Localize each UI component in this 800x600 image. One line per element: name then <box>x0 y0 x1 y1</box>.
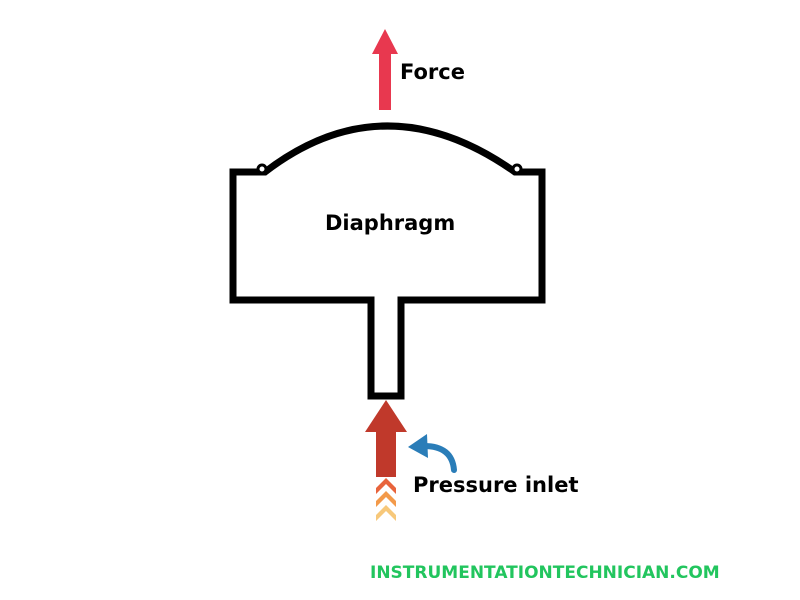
force-label: Force <box>400 60 465 84</box>
watermark: INSTRUMENTATIONTECHNICIAN.COM <box>370 563 720 583</box>
blue-curved-arrow <box>408 434 457 473</box>
pressure-arrow-head <box>365 400 407 432</box>
force-arrow <box>372 29 398 110</box>
pressure-chevron-1 <box>376 478 396 494</box>
pressure-arrow <box>365 400 407 521</box>
pressure-chevron-2 <box>376 491 396 507</box>
pressure-chevron-3 <box>376 505 396 521</box>
right-joint-bump <box>511 163 523 175</box>
blue-arrow-head <box>408 434 428 458</box>
pressure-inlet-label: Pressure inlet <box>413 473 579 497</box>
force-arrow-shaft <box>379 52 391 110</box>
left-joint-bump <box>256 163 268 175</box>
force-arrow-head <box>372 29 398 54</box>
diaphragm-chamber-outline <box>229 122 546 400</box>
pressure-arrow-shaft <box>376 431 396 477</box>
blue-arrow-curve <box>421 443 457 473</box>
diaphragm-label: Diaphragm <box>325 211 456 235</box>
